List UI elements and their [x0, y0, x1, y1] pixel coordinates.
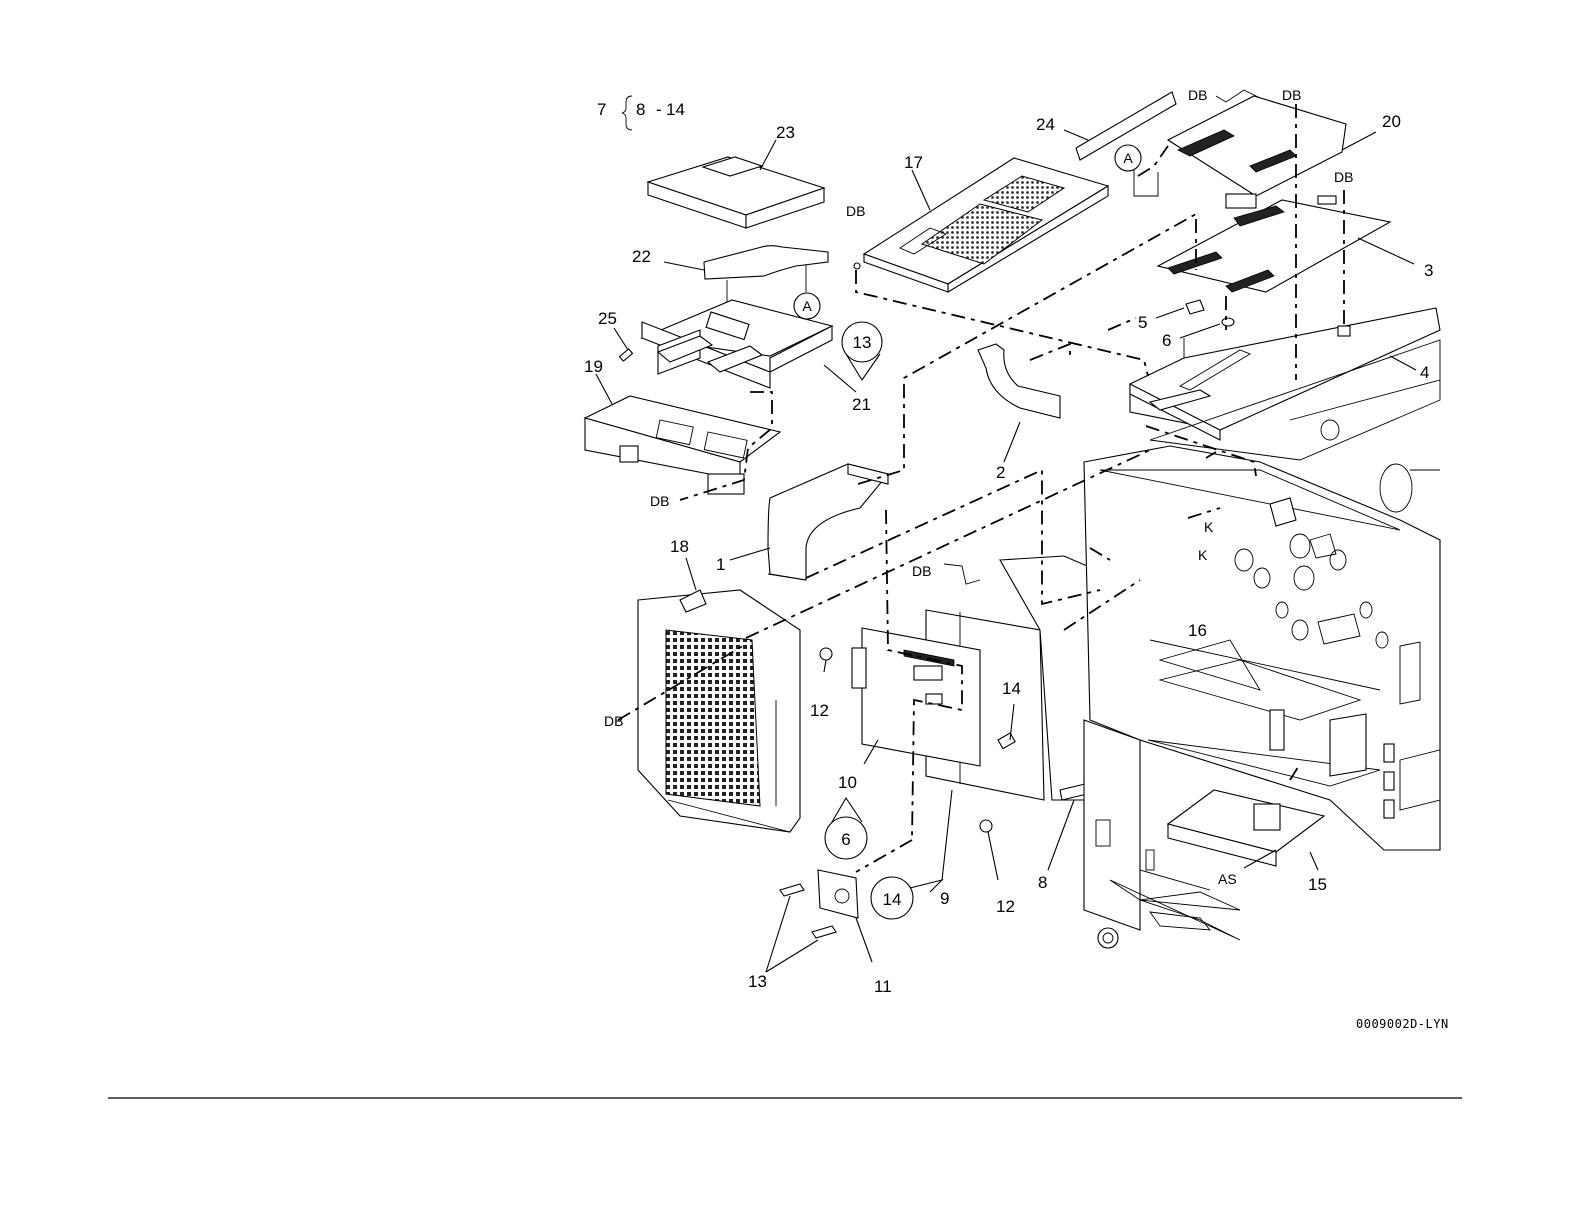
label-19: 19 [584, 357, 603, 376]
part-10-board [852, 628, 980, 766]
figure-code: 0009002D-LYN [1356, 1017, 1449, 1031]
label-25: 25 [598, 309, 617, 328]
ref-db: DB [650, 493, 669, 509]
label-1: 1 [716, 555, 725, 574]
label-24: 24 [1036, 115, 1055, 134]
label-13: 13 [748, 972, 767, 991]
label-23: 23 [776, 123, 795, 142]
label-3: 3 [1424, 261, 1433, 280]
part-2-cable [978, 344, 1060, 462]
part-15-board [1168, 790, 1324, 870]
callout-a-1: A [794, 293, 820, 319]
label-6: 6 [1162, 331, 1171, 350]
callout-6: 6 [825, 798, 867, 859]
label-14: 14 [1002, 679, 1021, 698]
part-18-cover [638, 558, 800, 832]
ref-k: K [1198, 547, 1208, 563]
part-23-cover [648, 140, 824, 228]
label-15: 15 [1308, 875, 1327, 894]
label-9: 9 [940, 889, 949, 908]
svg-text:13: 13 [853, 333, 872, 352]
label-11: 11 [874, 977, 892, 996]
ref-k: K [1204, 519, 1214, 535]
part-21-bracket [642, 300, 856, 392]
label-17: 17 [904, 153, 923, 172]
svg-text:A: A [1123, 150, 1133, 166]
bracket-range-end: 14 [666, 100, 685, 119]
ref-db: DB [604, 713, 623, 729]
bracket-parent-label: 7 [597, 100, 606, 119]
svg-text:A: A [802, 298, 812, 314]
label-2: 2 [996, 463, 1005, 482]
callout-14: 14 [871, 877, 913, 919]
label-20: 20 [1382, 112, 1401, 131]
callout-13: 13 [842, 322, 882, 380]
ref-db: DB [1334, 169, 1353, 185]
ref-db: DB [1282, 87, 1301, 103]
part-17-tray [854, 158, 1108, 292]
label-21: 21 [852, 395, 871, 414]
part-19-plate [585, 374, 780, 500]
ref-as: AS [1218, 871, 1237, 887]
part-11-plate [818, 870, 872, 962]
label-22: 22 [632, 247, 651, 266]
label-16: 16 [1188, 621, 1207, 640]
bracket-range-start: 8 [636, 100, 645, 119]
callout-a-2: A [1115, 145, 1141, 171]
group-bracket: 7 8 - 14 [597, 96, 685, 130]
part-25-screw [614, 328, 633, 361]
label-12-b: 12 [996, 897, 1015, 916]
ref-db: DB [1188, 87, 1207, 103]
ref-db: DB [912, 563, 931, 579]
label-8: 8 [1038, 873, 1047, 892]
label-5: 5 [1138, 313, 1147, 332]
label-10: 10 [838, 773, 857, 792]
label-4: 4 [1420, 363, 1429, 382]
label-12-a: 12 [810, 701, 829, 720]
svg-text:14: 14 [883, 890, 902, 909]
bracket-range-sep: - [656, 100, 662, 119]
svg-text:6: 6 [841, 830, 850, 849]
ref-db: DB [846, 203, 865, 219]
label-18: 18 [670, 537, 689, 556]
